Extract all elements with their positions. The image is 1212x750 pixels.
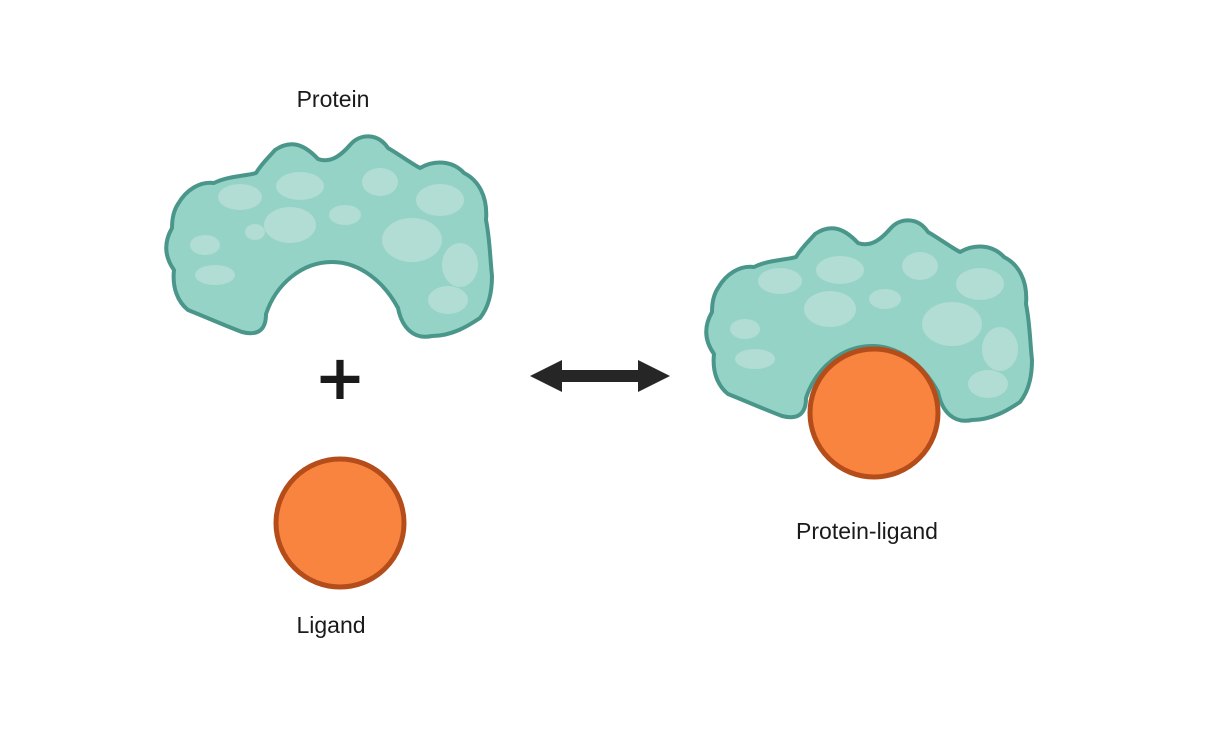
protein-shape <box>164 134 494 339</box>
protein-texture <box>190 168 478 314</box>
complex-protein-shape <box>704 218 1034 423</box>
double-headed-arrow-icon <box>530 360 670 392</box>
complex-protein-texture <box>730 252 1018 398</box>
ligand-shape <box>273 456 407 590</box>
ligand-label: Ligand <box>296 612 366 638</box>
complex-label: Protein-ligand <box>796 518 938 544</box>
complex-ligand-shape <box>807 346 941 480</box>
protein-label: Protein <box>296 86 370 112</box>
plus-sign: + <box>314 341 366 414</box>
